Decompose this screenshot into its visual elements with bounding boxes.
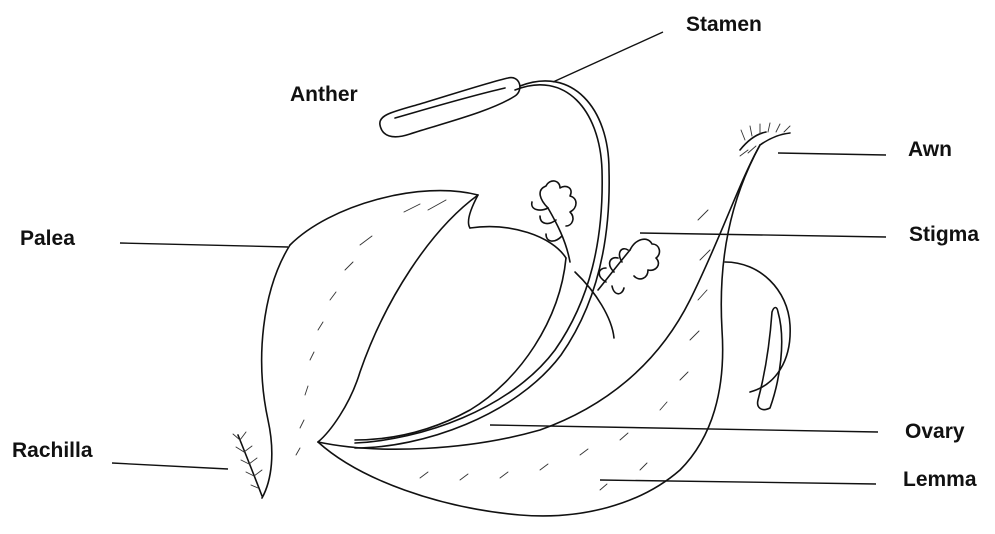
- anther-shape: [380, 78, 520, 137]
- rachilla-shape: [233, 432, 262, 496]
- palea-label: Palea: [20, 228, 75, 249]
- stamen-label: Stamen: [686, 14, 762, 35]
- right-anther-shape: [725, 262, 790, 410]
- lemma-label: Lemma: [903, 469, 977, 490]
- palea-shape: [262, 191, 478, 498]
- ovary-label: Ovary: [905, 421, 965, 442]
- awn-shape: [740, 123, 790, 156]
- anther-label: Anther: [290, 84, 358, 105]
- rachilla-label: Rachilla: [12, 440, 93, 461]
- lemma-shape: [318, 145, 760, 516]
- stigma-leader: [640, 233, 886, 237]
- lemma-leader: [600, 480, 876, 484]
- awn-label: Awn: [908, 139, 952, 160]
- stigma-left-shape: [532, 181, 576, 262]
- stigma-label: Stigma: [909, 224, 979, 245]
- ovary-leader: [490, 425, 878, 432]
- rachilla-leader: [112, 463, 228, 469]
- awn-leader: [778, 153, 886, 155]
- palea-leader: [120, 243, 288, 247]
- stamen-leader: [553, 32, 663, 82]
- stigma-right-shape: [598, 239, 659, 294]
